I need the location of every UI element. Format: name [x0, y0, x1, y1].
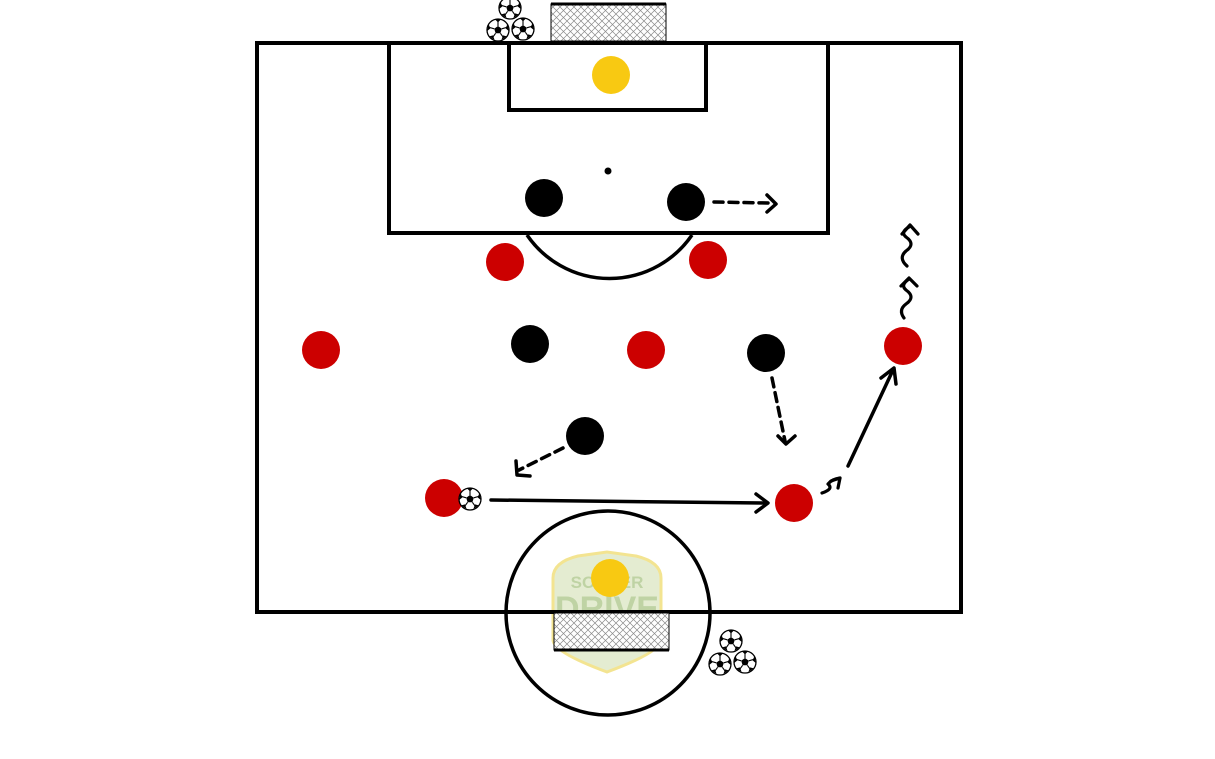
black-player: [525, 179, 563, 217]
black-team: [511, 179, 785, 455]
goal-area: [507, 41, 708, 112]
movement-arrow-head: [514, 459, 532, 478]
red-player: [884, 327, 922, 365]
red-player: [302, 331, 340, 369]
pitch: [255, 41, 963, 717]
dribble-arrow: [899, 223, 920, 320]
movement-arrow: [517, 446, 565, 472]
goalkeeper-top: [592, 56, 630, 94]
center-circle: [504, 509, 712, 717]
black-player: [747, 334, 785, 372]
red-player: [486, 243, 524, 281]
ball-pile-bottom: [708, 629, 757, 676]
dribble-arrow: [820, 476, 842, 495]
penalty-arc: [525, 234, 694, 281]
ball-pile-top: [486, 0, 535, 42]
run-arrow: [846, 366, 898, 468]
red-player: [689, 241, 727, 279]
movement-arrow-head: [776, 434, 797, 446]
pass-arrow: [489, 492, 770, 514]
goalkeeper-bottom: [591, 559, 629, 597]
goal-bottom: [553, 612, 670, 652]
actions: [489, 193, 920, 514]
red-player: [627, 331, 665, 369]
penalty-spot: [604, 167, 612, 175]
red-player: [425, 479, 463, 517]
movement-arrow-head: [765, 193, 778, 214]
movement-arrow: [770, 376, 787, 443]
red-player: [775, 484, 813, 522]
movement-arrow: [712, 200, 770, 205]
ball-with-player: [458, 487, 482, 511]
pitch-boundary: [255, 41, 963, 614]
black-player: [667, 183, 705, 221]
red-team: [302, 241, 922, 522]
goal-top: [550, 2, 667, 42]
black-player: [566, 417, 604, 455]
black-player: [511, 325, 549, 363]
